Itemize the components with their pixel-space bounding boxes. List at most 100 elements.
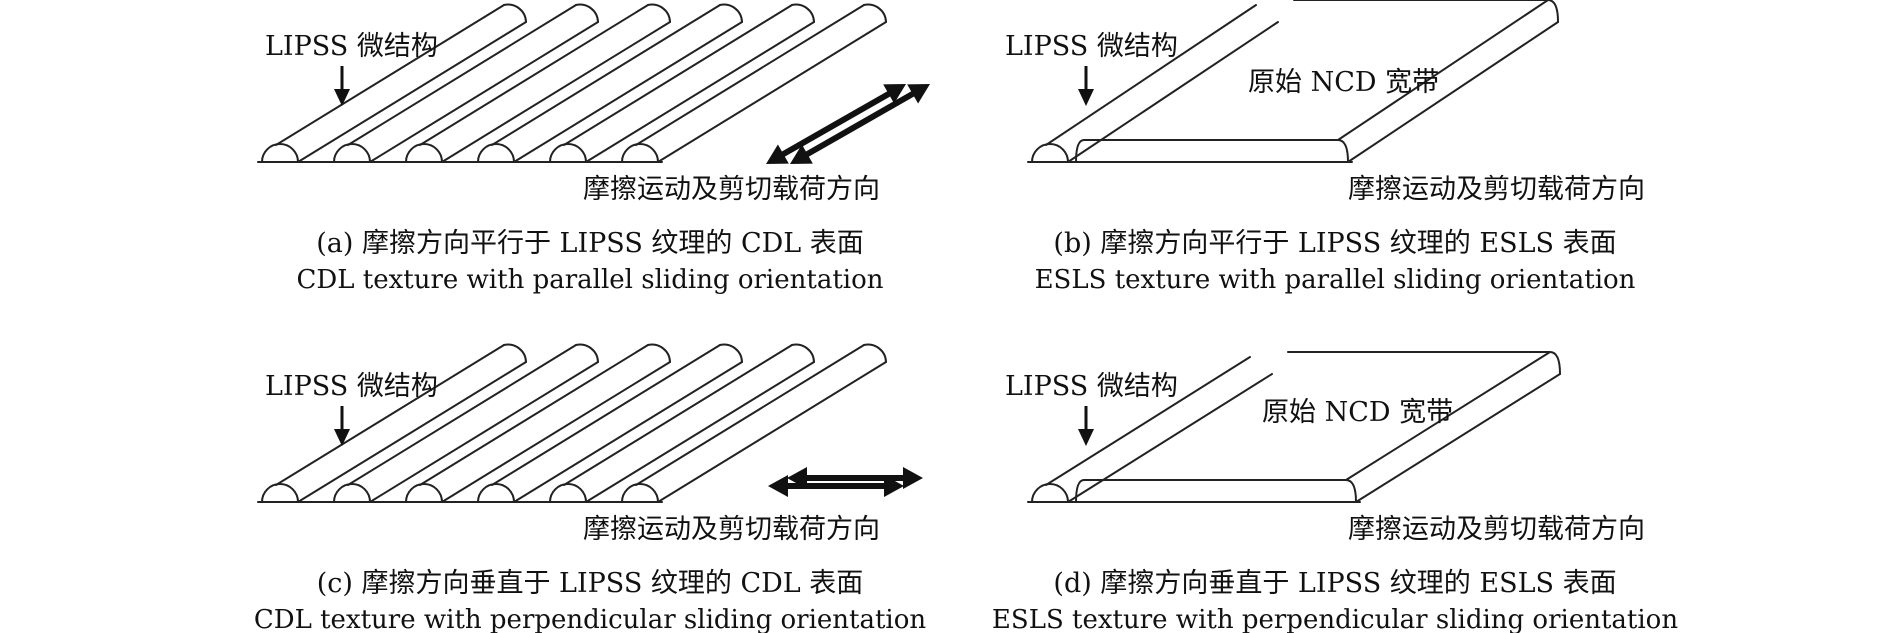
- ncd-band-right-edge: [1345, 479, 1357, 503]
- ridge-front-arc: [261, 143, 299, 163]
- arrow-shaft: [802, 89, 918, 159]
- ridge-front-arc: [549, 483, 587, 503]
- panel-a: LIPSS 微结构 摩擦运动及剪切载荷方向 (a) 摩擦方向平行于 LIPSS …: [257, 3, 906, 295]
- caption-en: CDL texture with perpendicular sliding o…: [254, 605, 927, 633]
- lipss-pointer-arrow: [1078, 406, 1094, 446]
- arrow-head-backward: [766, 144, 789, 164]
- caption-cn: (d) 摩擦方向垂直于 LIPSS 纹理的 ESLS 表面: [1053, 568, 1616, 599]
- ridge-front-arc: [1031, 143, 1069, 163]
- ridge-crest-line: [563, 4, 793, 146]
- ncd-band-right-edge: [1337, 139, 1349, 163]
- ridge-front-arc: [1031, 483, 1069, 503]
- arrow-shaft: [778, 89, 894, 159]
- ridge-front-arc: [549, 143, 587, 163]
- ridge-crest-line: [347, 344, 577, 486]
- ridge-back-arc: [647, 3, 671, 23]
- ridge-crest-line: [491, 4, 721, 146]
- motion-arrow: [787, 467, 923, 489]
- ncd-band-side: [1347, 21, 1559, 163]
- panel-d: LIPSS 微结构 原始 NCD 宽带 摩擦运动及剪切载荷方向 (d) 摩擦方向…: [787, 351, 1678, 633]
- caption-cn: (b) 摩擦方向平行于 LIPSS 纹理的 ESLS 表面: [1053, 228, 1616, 259]
- ridge-side-line: [297, 21, 527, 163]
- ridge-back-arc: [863, 3, 887, 23]
- lipss-label: LIPSS 微结构: [265, 371, 438, 402]
- ridge-back-arc: [791, 343, 815, 363]
- ncd-band-back-edge: [1549, 351, 1561, 375]
- ridge-back-arc: [575, 343, 599, 363]
- ridge-crest-line: [491, 344, 721, 486]
- ridge-back-arc: [791, 3, 815, 23]
- lipss-pointer-arrow: [334, 406, 350, 446]
- arrow-head-forward: [903, 467, 923, 489]
- caption-cn: (a) 摩擦方向平行于 LIPSS 纹理的 CDL 表面: [316, 228, 864, 259]
- caption-en: CDL texture with parallel sliding orient…: [297, 265, 884, 295]
- lipss-label: LIPSS 微结构: [265, 31, 438, 62]
- ridge-side-line: [513, 361, 743, 503]
- ridge-side-line: [1067, 21, 1279, 163]
- ridge-crest-line: [275, 344, 505, 486]
- motion-label: 摩擦运动及剪切载荷方向: [1348, 514, 1645, 545]
- ridge-crest-line: [419, 4, 649, 146]
- ncd-band-top: [1083, 351, 1551, 481]
- ridge-back-arc: [863, 343, 887, 363]
- ridge-crest-line: [1045, 4, 1257, 146]
- ncd-band-left-edge: [1075, 139, 1085, 163]
- ridge-front-arc: [333, 483, 371, 503]
- ridge-back-arc: [503, 3, 527, 23]
- panel-c: LIPSS 微结构 摩擦运动及剪切载荷方向 (c) 摩擦方向垂直于 LIPSS …: [254, 343, 927, 633]
- esls-band-drawing: [1027, 351, 1561, 503]
- ridge-side-line: [441, 361, 671, 503]
- caption-cn: (c) 摩擦方向垂直于 LIPSS 纹理的 CDL 表面: [317, 568, 864, 599]
- ridge-crest-line: [563, 344, 793, 486]
- cdl-ridges-drawing: [257, 3, 887, 163]
- ncd-band-back-edge: [1547, 0, 1559, 23]
- lipss-label: LIPSS 微结构: [1005, 31, 1178, 62]
- ridge-side-line: [513, 21, 743, 163]
- ridge-crest-line: [635, 344, 865, 486]
- ridge-front-arc: [621, 483, 659, 503]
- arrow-head-forward: [883, 84, 906, 104]
- ridge-side-line: [657, 21, 887, 163]
- motion-label: 摩擦运动及剪切载荷方向: [1348, 174, 1645, 205]
- ridge-back-arc: [719, 3, 743, 23]
- ridge-front-arc: [477, 143, 515, 163]
- ncd-band-left-edge: [1075, 479, 1085, 503]
- ridge-side-line: [369, 21, 599, 163]
- ridge-side-line: [441, 21, 671, 163]
- arrow-head-backward: [787, 467, 807, 489]
- ridge-side-line: [657, 361, 887, 503]
- ridge-crest-line: [347, 4, 577, 146]
- band-label: 原始 NCD 宽带: [1262, 397, 1453, 428]
- band-label: 原始 NCD 宽带: [1248, 67, 1439, 98]
- ridge-back-arc: [647, 343, 671, 363]
- esls-band-drawing: [1027, 0, 1559, 163]
- ridge-back-arc: [719, 343, 743, 363]
- ridge-side-line: [297, 361, 527, 503]
- ridge-back-arc: [503, 343, 527, 363]
- motion-label: 摩擦运动及剪切载荷方向: [583, 174, 880, 205]
- caption-en: ESLS texture with parallel sliding orien…: [1035, 265, 1636, 295]
- arrow-head-backward: [790, 144, 813, 164]
- ridge-side-line: [369, 361, 599, 503]
- panel-b: LIPSS 微结构 原始 NCD 宽带 摩擦运动及剪切载荷方向 (b) 摩擦方向…: [790, 0, 1645, 295]
- ridge-front-arc: [261, 483, 299, 503]
- arrow-head-forward: [907, 84, 930, 104]
- cdl-ridges-drawing: [257, 343, 887, 503]
- motion-arrow: [790, 84, 930, 164]
- lipss-label: LIPSS 微结构: [1005, 371, 1178, 402]
- ncd-band-top: [1083, 0, 1549, 141]
- ridge-crest-line: [1045, 356, 1251, 486]
- ridge-front-arc: [405, 143, 443, 163]
- ncd-band-side: [1355, 373, 1561, 503]
- ridge-front-arc: [621, 143, 659, 163]
- arrow-head-backward: [768, 475, 788, 497]
- ridge-front-arc: [405, 483, 443, 503]
- caption-en: ESLS texture with perpendicular sliding …: [992, 605, 1678, 633]
- ridge-back-arc: [575, 3, 599, 23]
- ridge-front-arc: [333, 143, 371, 163]
- ridge-side-line: [585, 361, 815, 503]
- ridge-side-line: [585, 21, 815, 163]
- ridge-crest-line: [419, 344, 649, 486]
- lipss-pointer-arrow: [334, 66, 350, 106]
